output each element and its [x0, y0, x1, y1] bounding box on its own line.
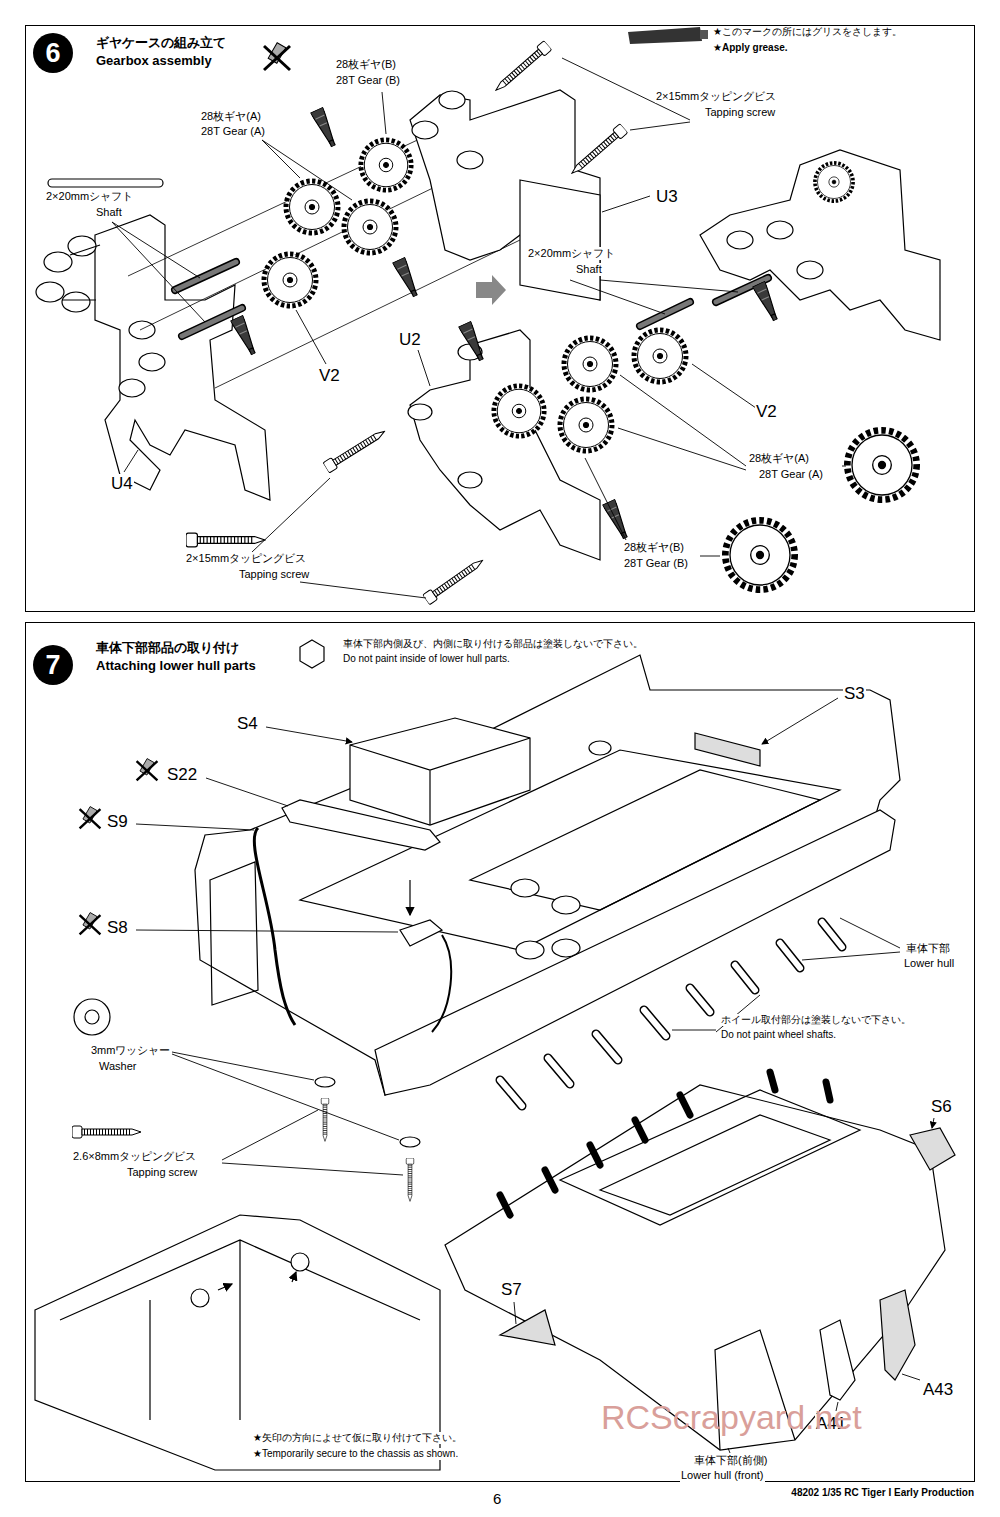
part-number: S7	[500, 1280, 523, 1300]
note-text: ★このマークの所にはグリスをさします。	[712, 26, 903, 38]
note-text: 28T Gear (A)	[200, 125, 266, 138]
note-text: 28T Gear (B)	[335, 74, 401, 87]
step-digit: 7	[45, 652, 60, 679]
part-number: S3	[843, 684, 866, 704]
step-title: Attaching lower hull parts	[96, 659, 256, 674]
step-title: Gearbox assembly	[96, 54, 212, 69]
part-number: S22	[166, 765, 198, 785]
note-text: Do not paint inside of lower hull parts.	[342, 653, 511, 665]
part-number: V2	[318, 366, 341, 386]
note-text: 28枚ギヤ(A)	[748, 452, 810, 465]
note-text: 28枚ギヤ(B)	[623, 541, 685, 554]
watermark: RCScrapyard.net	[600, 1398, 863, 1437]
note-text: Tapping screw	[238, 568, 310, 581]
note-text: Tapping screw	[704, 106, 776, 119]
note-text: ★Temporarily secure to the chassis as sh…	[252, 1448, 459, 1460]
part-number: V2	[755, 402, 778, 422]
note-text: Tapping screw	[126, 1166, 198, 1179]
hull-illustration	[35, 640, 955, 1470]
step-number: 6	[33, 33, 73, 73]
step-title: ギヤケースの組み立て	[96, 36, 226, 51]
part-number: A43	[922, 1380, 954, 1400]
note-text: ホイール取付部分は塗装しないで下さい。	[720, 1014, 912, 1026]
step-digit: 6	[45, 40, 60, 67]
note-text: 車体下部内側及び、内側に取り付ける部品は塗装しないで下さい。	[342, 638, 644, 650]
part-number: S9	[106, 812, 129, 832]
note-text: Shaft	[95, 206, 123, 219]
note-text: 2×15mmタッピングビス	[185, 552, 307, 565]
note-text: 28枚ギヤ(A)	[200, 110, 262, 123]
note-text: Shaft	[575, 263, 603, 276]
part-number: S8	[106, 918, 129, 938]
note-text: 車体下部	[905, 942, 951, 955]
note-text: Lower hull (front)	[680, 1469, 765, 1482]
note-text: ★矢印の方向によせて仮に取り付けて下さい。	[252, 1432, 463, 1444]
note-text: ★Apply grease.	[712, 42, 789, 54]
note-text: 48202 1/35 RC Tiger I Early Production	[790, 1487, 975, 1499]
note-text: Lower hull	[903, 957, 955, 970]
part-number: 6	[492, 1490, 502, 1507]
part-number: U4	[110, 474, 134, 494]
note-text: 28T Gear (A)	[758, 468, 824, 481]
note-text: Do not paint wheel shafts.	[720, 1029, 837, 1041]
note-text: Washer	[98, 1060, 138, 1073]
note-text: 3mmワッシャー	[90, 1044, 171, 1057]
note-text: 2×15mmタッピングビス	[655, 90, 777, 103]
note-text: 2×20mmシャフト	[45, 190, 134, 203]
part-number: S6	[930, 1097, 953, 1117]
note-text: 28枚ギヤ(B)	[335, 58, 397, 71]
note-text: 2.6×8mmタッピングビス	[72, 1150, 197, 1163]
note-text: 2×20mmシャフト	[527, 247, 616, 260]
note-text: 28T Gear (B)	[623, 557, 689, 570]
note-text: 車体下部(前側)	[693, 1454, 768, 1467]
part-number: U3	[655, 187, 679, 207]
step-number: 7	[33, 645, 73, 685]
step-panel: ギヤケースの組み立て Gearbox assembly 6	[25, 25, 975, 612]
gearbox-illustration	[36, 27, 940, 605]
step-title: 車体下部部品の取り付け	[96, 641, 239, 656]
part-number: U2	[398, 330, 422, 350]
part-number: S4	[236, 714, 259, 734]
